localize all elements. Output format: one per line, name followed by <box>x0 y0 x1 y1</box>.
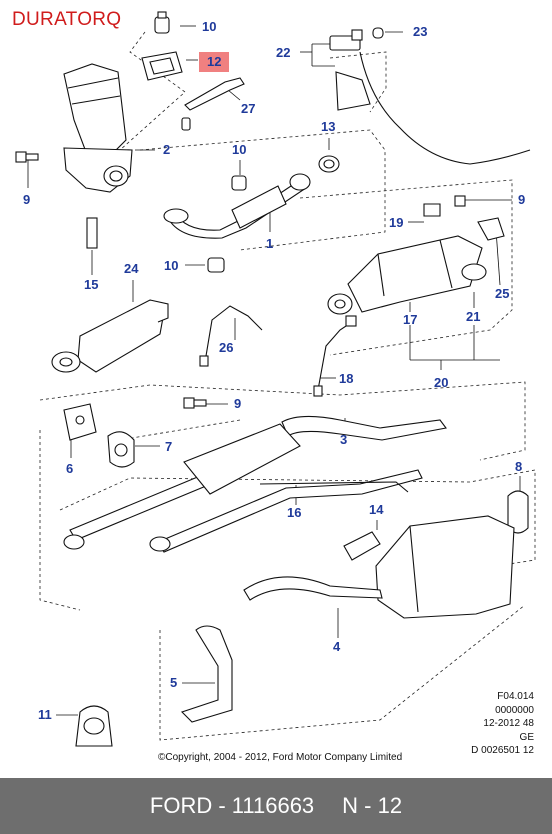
copyright-notice: ©Copyright, 2004 - 2012, Ford Motor Comp… <box>158 752 403 763</box>
callout-27[interactable]: 27 <box>241 101 256 116</box>
callout-17[interactable]: 17 <box>403 312 418 327</box>
reference-line: 12-2012 48 <box>483 718 534 729</box>
callout-9[interactable]: 9 <box>518 192 526 207</box>
callout-24[interactable]: 24 <box>124 261 139 276</box>
callout-23[interactable]: 23 <box>413 24 428 39</box>
callout-10[interactable]: 10 <box>164 258 179 273</box>
drawing-reference-block: F04.014 0000000 12-2012 48 GE D 0026501 … <box>424 690 534 758</box>
parts-drawing <box>15 11 531 747</box>
callout-15[interactable]: 15 <box>84 277 99 292</box>
callout-20[interactable]: 20 <box>434 375 449 390</box>
reference-line: GE <box>519 731 534 743</box>
callout-9[interactable]: 9 <box>234 396 242 411</box>
callout-12-highlighted[interactable]: 12 <box>199 52 230 72</box>
reference-line: 0000000 <box>495 704 534 716</box>
group-boundaries <box>39 31 536 741</box>
part-number: FORD - 1116663 <box>149 793 315 818</box>
position-number: N - 12 <box>342 793 403 818</box>
callout-1[interactable]: 1 <box>266 236 274 251</box>
callout-4[interactable]: 4 <box>333 639 341 654</box>
callout-26[interactable]: 26 <box>219 340 234 355</box>
callout-25[interactable]: 25 <box>495 286 510 301</box>
callout-19[interactable]: 19 <box>389 215 404 230</box>
callout-14[interactable]: 14 <box>369 502 384 517</box>
callout-7[interactable]: 7 <box>165 439 173 454</box>
callout-3[interactable]: 3 <box>340 432 348 447</box>
reference-line: F04.014 <box>497 691 534 702</box>
callout-13[interactable]: 13 <box>321 119 336 134</box>
callout-22[interactable]: 22 <box>276 45 291 60</box>
callout-8[interactable]: 8 <box>515 459 523 474</box>
callout-5[interactable]: 5 <box>170 675 178 690</box>
callout-9[interactable]: 9 <box>23 192 31 207</box>
reference-line: D 0026501 12 <box>471 745 534 756</box>
callout-11[interactable]: 11 <box>38 707 52 722</box>
callout-21[interactable]: 21 <box>466 309 481 324</box>
callout-18[interactable]: 18 <box>339 371 354 386</box>
footer-bar: FORD - 1116663 N - 12 <box>0 778 552 834</box>
callout-16[interactable]: 16 <box>287 505 302 520</box>
engine-label: DURATORQ <box>12 9 122 30</box>
callout-2[interactable]: 2 <box>163 142 171 157</box>
callout-10[interactable]: 10 <box>232 142 247 157</box>
callout-6[interactable]: 6 <box>66 461 74 476</box>
callout-10[interactable]: 10 <box>202 19 217 34</box>
leader-lines <box>27 25 521 716</box>
exhaust-system-drawing <box>15 11 536 747</box>
